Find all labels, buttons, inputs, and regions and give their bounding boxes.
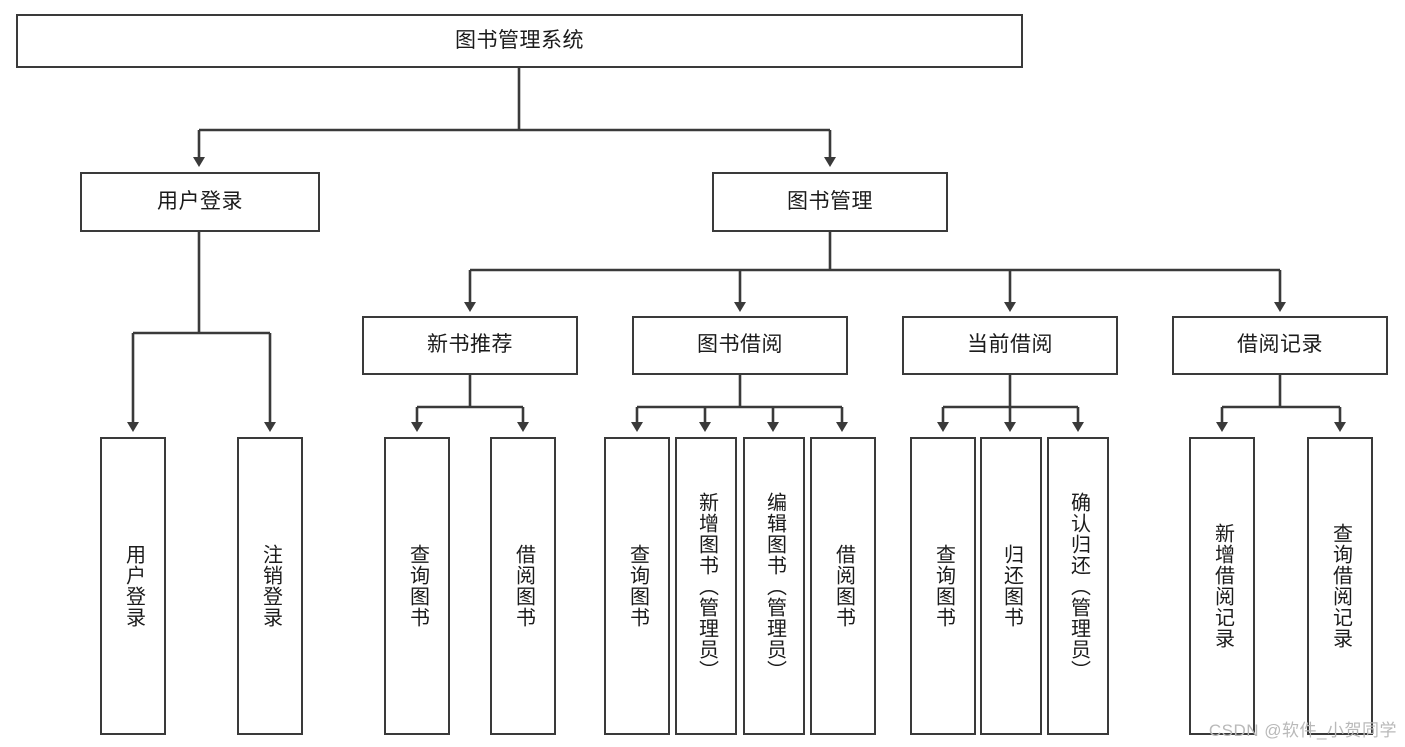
leaf-borrow-book[interactable]: 借阅图书 xyxy=(810,437,876,735)
leaf-edit-book-admin[interactable]: 编辑图书（管理员） xyxy=(743,437,805,735)
node-label: 用户登录 xyxy=(157,189,243,213)
node-root-book-management-system[interactable]: 图书管理系统 xyxy=(16,14,1023,68)
node-label: 借阅图书 xyxy=(512,544,535,628)
leaf-query-borrow-record[interactable]: 查询借阅记录 xyxy=(1307,437,1373,735)
node-label: 归还图书 xyxy=(1000,544,1023,628)
node-label: 借阅记录 xyxy=(1237,333,1323,357)
node-label: 编辑图书（管理员） xyxy=(763,491,786,681)
leaf-add-borrow-record[interactable]: 新增借阅记录 xyxy=(1189,437,1255,735)
leaf-query-book-borrow[interactable]: 查询图书 xyxy=(604,437,670,735)
node-label: 查询图书 xyxy=(932,544,955,628)
watermark: CSDN @软件_小贺同学 xyxy=(1208,721,1397,740)
node-book-borrow[interactable]: 图书借阅 xyxy=(632,316,848,375)
node-label: 查询借阅记录 xyxy=(1329,523,1352,649)
node-label: 确认归还（管理员） xyxy=(1067,491,1090,681)
leaf-logout-login[interactable]: 注销登录 xyxy=(237,437,303,735)
leaf-return-book[interactable]: 归还图书 xyxy=(980,437,1042,735)
node-label: 新增借阅记录 xyxy=(1211,523,1234,649)
node-label: 图书借阅 xyxy=(697,333,783,357)
leaf-borrow-book-recommend[interactable]: 借阅图书 xyxy=(490,437,556,735)
node-label: 图书管理 xyxy=(787,189,873,213)
node-label: 图书管理系统 xyxy=(455,28,584,52)
leaf-confirm-return-admin[interactable]: 确认归还（管理员） xyxy=(1047,437,1109,735)
node-current-borrow[interactable]: 当前借阅 xyxy=(902,316,1118,375)
node-new-book-recommend[interactable]: 新书推荐 xyxy=(362,316,578,375)
leaf-query-book-current[interactable]: 查询图书 xyxy=(910,437,976,735)
node-user-login[interactable]: 用户登录 xyxy=(80,172,320,232)
node-borrow-record[interactable]: 借阅记录 xyxy=(1172,316,1388,375)
node-label: 用户登录 xyxy=(122,544,145,628)
node-label: 查询图书 xyxy=(406,544,429,628)
node-label: 当前借阅 xyxy=(967,333,1053,357)
node-label: 注销登录 xyxy=(259,544,282,628)
node-label: 查询图书 xyxy=(626,544,649,628)
node-label: 借阅图书 xyxy=(832,544,855,628)
leaf-add-book-admin[interactable]: 新增图书（管理员） xyxy=(675,437,737,735)
node-label: 新增图书（管理员） xyxy=(695,491,718,681)
node-label: 新书推荐 xyxy=(427,333,513,357)
node-book-management[interactable]: 图书管理 xyxy=(712,172,948,232)
leaf-query-book-recommend[interactable]: 查询图书 xyxy=(384,437,450,735)
leaf-user-login[interactable]: 用户登录 xyxy=(100,437,166,735)
